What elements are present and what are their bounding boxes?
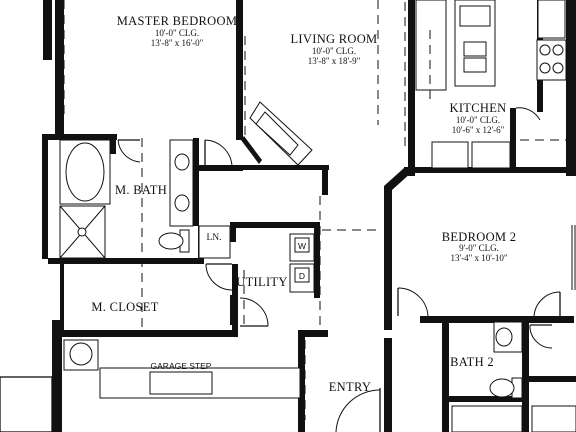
master-bedroom-name: MASTER BEDROOM	[117, 14, 238, 28]
kitchen-size: 10'-6" x 12'-6"	[452, 125, 505, 135]
kitchen-name: KITCHEN	[450, 101, 507, 115]
master-bedroom-ceiling: 10'-0" CLG.	[155, 28, 199, 38]
living-room-name: LIVING ROOM	[291, 32, 378, 46]
master-bedroom-size: 13'-8" x 16'-0"	[151, 38, 204, 48]
living-room-size: 13'-8" x 18'-9"	[308, 56, 361, 66]
m-bath-name: M. BATH	[115, 183, 167, 197]
washer-label: W	[298, 241, 306, 251]
entry-name: ENTRY	[329, 380, 371, 394]
kitchen-ceiling: 10'-0" CLG.	[456, 115, 500, 125]
living-room-ceiling: 10'-0" CLG.	[312, 46, 356, 56]
doors	[117, 107, 561, 432]
bedroom-2-name: BEDROOM 2	[442, 230, 517, 244]
utility-name: UTILITY	[236, 275, 287, 289]
bath-2-name: BATH 2	[450, 355, 494, 369]
dryer-label: D	[299, 271, 305, 281]
fixtures	[59, 0, 576, 432]
dashed-openings	[63, 0, 566, 420]
linen-name: LN.	[206, 233, 221, 243]
bedroom-2-ceiling: 9'-0" CLG.	[459, 243, 499, 253]
garage-step-label: GARAGE STEP	[151, 361, 212, 371]
m-closet-name: M. CLOSET	[91, 300, 158, 314]
bedroom-2-size: 13'-4" x 10'-10"	[450, 253, 507, 263]
room-labels: MASTER BEDROOM 10'-0" CLG. 13'-8" x 16'-…	[91, 14, 516, 394]
